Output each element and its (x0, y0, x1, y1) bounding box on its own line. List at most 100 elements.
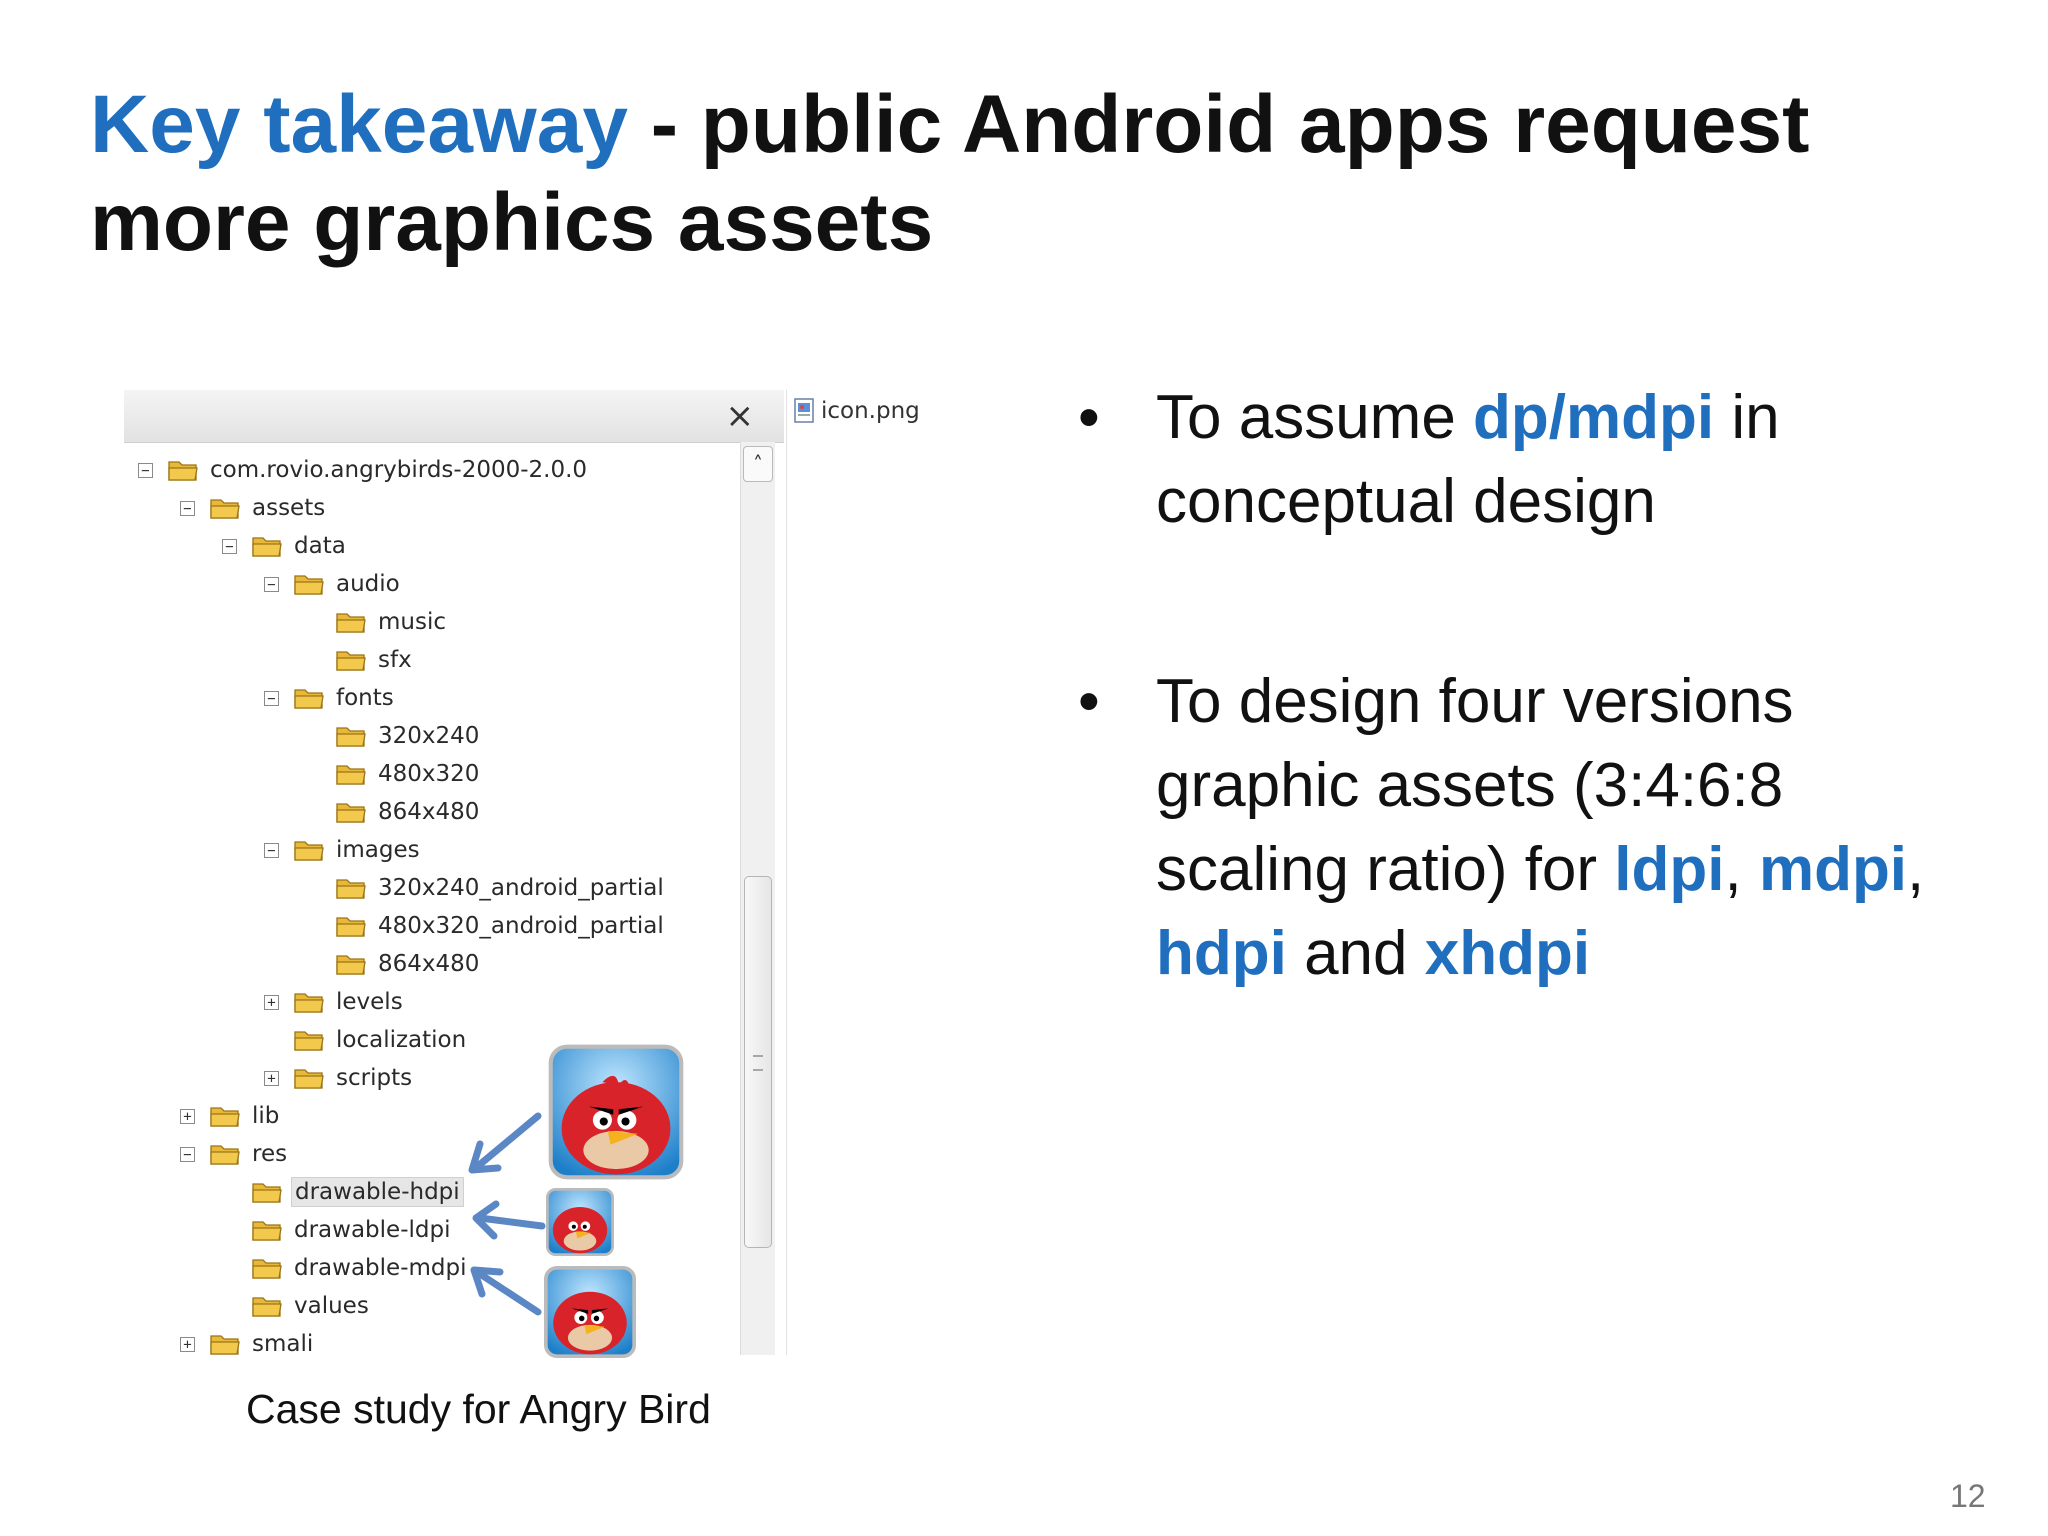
bullet-text-segment: To design four versions graphic assets (… (1156, 667, 1794, 904)
expand-icon[interactable]: + (264, 994, 279, 1010)
tree-item-label: values (294, 1293, 369, 1319)
bullet-text-segment: and (1286, 919, 1425, 988)
bullet-text-segment: , (1724, 835, 1759, 904)
tree-item[interactable]: + smali (180, 1326, 316, 1362)
folder-icon (252, 1183, 282, 1203)
title-rest: - public Android apps request more graph… (90, 79, 1810, 268)
bullet-text-segment: To assume (1156, 383, 1474, 452)
tree-item-label: 864x480 (378, 799, 480, 825)
expand-icon[interactable]: + (180, 1108, 195, 1124)
tree-item-label: levels (336, 989, 403, 1015)
angry-bird-mdpi-icon (544, 1266, 636, 1358)
folder-icon (336, 879, 366, 899)
bullet-text: To assume dp/mdpi in conceptual design (1156, 376, 1976, 544)
bullet-dot: • (1078, 667, 1100, 736)
tree-item-label: smali (252, 1331, 314, 1357)
tree-item[interactable]: −audio (264, 566, 403, 602)
folder-icon (210, 1335, 240, 1355)
highlighted-term: hdpi (1156, 919, 1287, 988)
tree-item[interactable]: −com.rovio.angrybirds-2000-2.0.0 (138, 452, 590, 488)
tree-item[interactable]: −assets (180, 490, 328, 526)
tree-item-label: fonts (336, 685, 394, 711)
folder-icon (210, 499, 240, 519)
tree-item[interactable]: 480x320_android_partial (306, 908, 667, 944)
folder-icon (294, 841, 324, 861)
collapse-icon[interactable]: − (180, 500, 195, 516)
scrollbar-thumb[interactable] (744, 876, 772, 1248)
highlighted-term: ldpi (1614, 835, 1725, 904)
arrow-to-ldpi-icon (472, 1200, 546, 1240)
angry-bird-ldpi-icon (546, 1188, 614, 1256)
tree-item-label: images (336, 837, 420, 863)
tree-item-label: lib (252, 1103, 280, 1129)
folder-icon (294, 1031, 324, 1051)
bullet-text-segment: , (1907, 835, 1925, 904)
vertical-scrollbar[interactable]: ˄ (740, 442, 775, 1355)
collapse-icon[interactable]: − (138, 462, 153, 478)
tree-item[interactable]: 320x240 (306, 718, 482, 754)
close-icon[interactable]: × (725, 396, 755, 436)
tree-item-label: data (294, 533, 346, 559)
tree-item[interactable]: − data (222, 528, 349, 564)
tree-item[interactable]: + scripts (264, 1060, 415, 1096)
arrow-to-mdpi-icon (470, 1266, 542, 1316)
tree-item[interactable]: + levels (264, 984, 406, 1020)
tree-item[interactable]: 320x240_android_partial (306, 870, 667, 906)
tree-item-label: 480x320_android_partial (378, 913, 664, 939)
collapse-icon[interactable]: − (264, 576, 279, 592)
file-explorer-panel: × −com.rovio.angrybirds-2000-2.0.0−asset… (124, 390, 784, 1357)
scroll-up-button[interactable]: ˄ (743, 446, 773, 482)
folder-icon (210, 1145, 240, 1165)
collapse-icon[interactable]: − (264, 842, 279, 858)
expand-icon[interactable]: + (264, 1070, 279, 1086)
tree-item[interactable]: sfx (306, 642, 415, 678)
collapse-icon[interactable]: − (264, 690, 279, 706)
tree-item-label: 864x480 (378, 951, 480, 977)
tree-item-label: localization (336, 1027, 467, 1053)
tree-item[interactable]: − images (264, 832, 423, 868)
tree-item[interactable]: drawable-hdpi (222, 1174, 464, 1210)
folder-icon (336, 917, 366, 937)
collapse-icon[interactable]: − (180, 1146, 195, 1162)
tree-item-label: scripts (336, 1065, 413, 1091)
page-number: 12 (1950, 1478, 1986, 1514)
tree-item[interactable]: values (222, 1288, 372, 1324)
expand-icon[interactable]: + (180, 1336, 195, 1352)
folder-icon (336, 803, 366, 823)
angry-bird-xhdpi-icon (548, 1044, 684, 1180)
bullet-text: To design four versions graphic assets (… (1156, 660, 1976, 996)
folder-icon (336, 727, 366, 747)
tree-item[interactable]: − fonts (264, 680, 397, 716)
tree-item-label: res (252, 1141, 288, 1167)
arrow-to-hdpi-icon (468, 1112, 542, 1174)
tree-item[interactable]: localization (264, 1022, 469, 1058)
tree-item[interactable]: − res (180, 1136, 290, 1172)
tree-item[interactable]: + lib (180, 1098, 282, 1134)
tree-item[interactable]: 864x480 (306, 946, 482, 982)
tree-item-label: drawable-hdpi (291, 1177, 464, 1207)
tree-item[interactable]: 480x320 (306, 756, 482, 792)
tree-item[interactable]: drawable-mdpi (222, 1250, 470, 1286)
explorer-header-bar: × (124, 390, 784, 443)
tree-item-label: music (378, 609, 447, 635)
tree-item[interactable]: drawable-ldpi (222, 1212, 453, 1248)
folder-icon (336, 613, 366, 633)
tree-item[interactable]: 864x480 (306, 794, 482, 830)
figure-caption: Case study for Angry Bird (246, 1386, 711, 1432)
tree-item-label: 320x240 (378, 723, 480, 749)
folder-icon (336, 651, 366, 671)
file-list-column: icon.png (786, 390, 977, 1355)
folder-icon (294, 575, 324, 595)
folder-icon (294, 1069, 324, 1089)
file-item-icon-png[interactable]: icon.png (793, 398, 920, 424)
folder-icon (294, 993, 324, 1013)
tree-item-label: 320x240_android_partial (378, 875, 664, 901)
folder-icon (252, 1221, 282, 1241)
title-highlight: Key takeaway (90, 79, 628, 170)
collapse-icon[interactable]: − (222, 538, 237, 554)
folder-icon (252, 537, 282, 557)
highlighted-term: xhdpi (1424, 919, 1591, 988)
highlighted-term: dp/mdpi (1473, 383, 1715, 452)
tree-item[interactable]: music (306, 604, 449, 640)
folder-icon (336, 955, 366, 975)
